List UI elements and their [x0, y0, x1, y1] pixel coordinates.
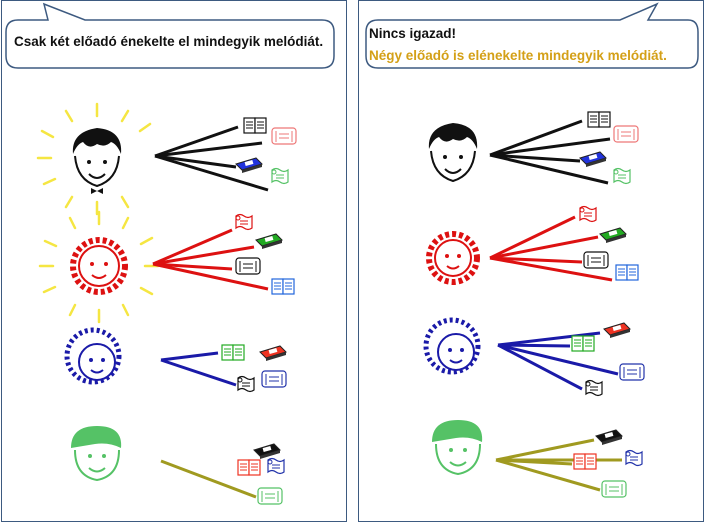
performer-blue-right [423, 317, 481, 375]
melody-book-red [237, 459, 261, 476]
melody-curtain-pink [271, 127, 297, 145]
links-red-right [489, 215, 613, 282]
melody-book-black-r [587, 111, 611, 128]
performer-red-left [70, 237, 128, 295]
melody-tablet-green-r [599, 227, 627, 244]
melody-book-blue [271, 278, 295, 295]
melody-curtain-blue-r [619, 363, 645, 381]
left-speech-bubble [5, 2, 335, 69]
performer-green-right [432, 420, 483, 476]
right-speech-line1: Nincs igazad! [369, 26, 457, 41]
melody-tablet-black [253, 443, 281, 460]
links-blue-right [497, 331, 619, 391]
melody-tablet-blue [235, 157, 263, 174]
right-speech-bubble [365, 2, 699, 69]
glow-rays-black [36, 102, 152, 216]
melody-curtain-blue [261, 370, 287, 388]
melody-book-green-r [571, 335, 595, 352]
melody-scroll-blue-r [625, 449, 643, 467]
performer-black-left [72, 128, 122, 194]
melody-scroll-red-r [579, 205, 597, 223]
performer-red-right [426, 231, 480, 285]
melody-book-red-r [573, 453, 597, 470]
performer-green-left [71, 426, 122, 482]
melody-book-black [243, 117, 267, 134]
links-olive-right [495, 438, 622, 492]
melody-book-blue-r [615, 264, 639, 281]
melody-tablet-red-r [603, 322, 631, 339]
left-speech-text: Csak két előadó énekelte el mindegyik me… [14, 34, 324, 49]
melody-curtain-green [257, 487, 283, 505]
melody-tablet-blue-r [579, 151, 607, 168]
links-red-left [152, 228, 269, 291]
melody-tablet-green [255, 233, 283, 250]
melody-scroll-green-r [613, 167, 631, 185]
performer-blue-left [64, 327, 122, 385]
melody-curtain-black [235, 257, 261, 275]
melody-curtain-green-r [601, 480, 627, 498]
melody-tablet-red [259, 345, 287, 362]
links-blue-left [160, 351, 237, 387]
right-speech-line2: Négy előadó is elénekelte mindegyik meló… [369, 48, 667, 63]
links-black-left [154, 125, 269, 192]
melody-scroll-green [271, 167, 289, 185]
melody-tablet-black-r [595, 429, 623, 446]
melody-book-green [221, 344, 245, 361]
melody-scroll-red [235, 213, 253, 231]
links-green-left [160, 459, 257, 499]
performer-black-right [428, 123, 478, 183]
melody-scroll-blue [267, 457, 285, 475]
melody-scroll-black [237, 375, 255, 393]
melody-curtain-pink-r [613, 125, 639, 143]
melody-scroll-black-r [585, 379, 603, 397]
melody-curtain-black-r [583, 251, 609, 269]
links-black-right [489, 119, 611, 185]
